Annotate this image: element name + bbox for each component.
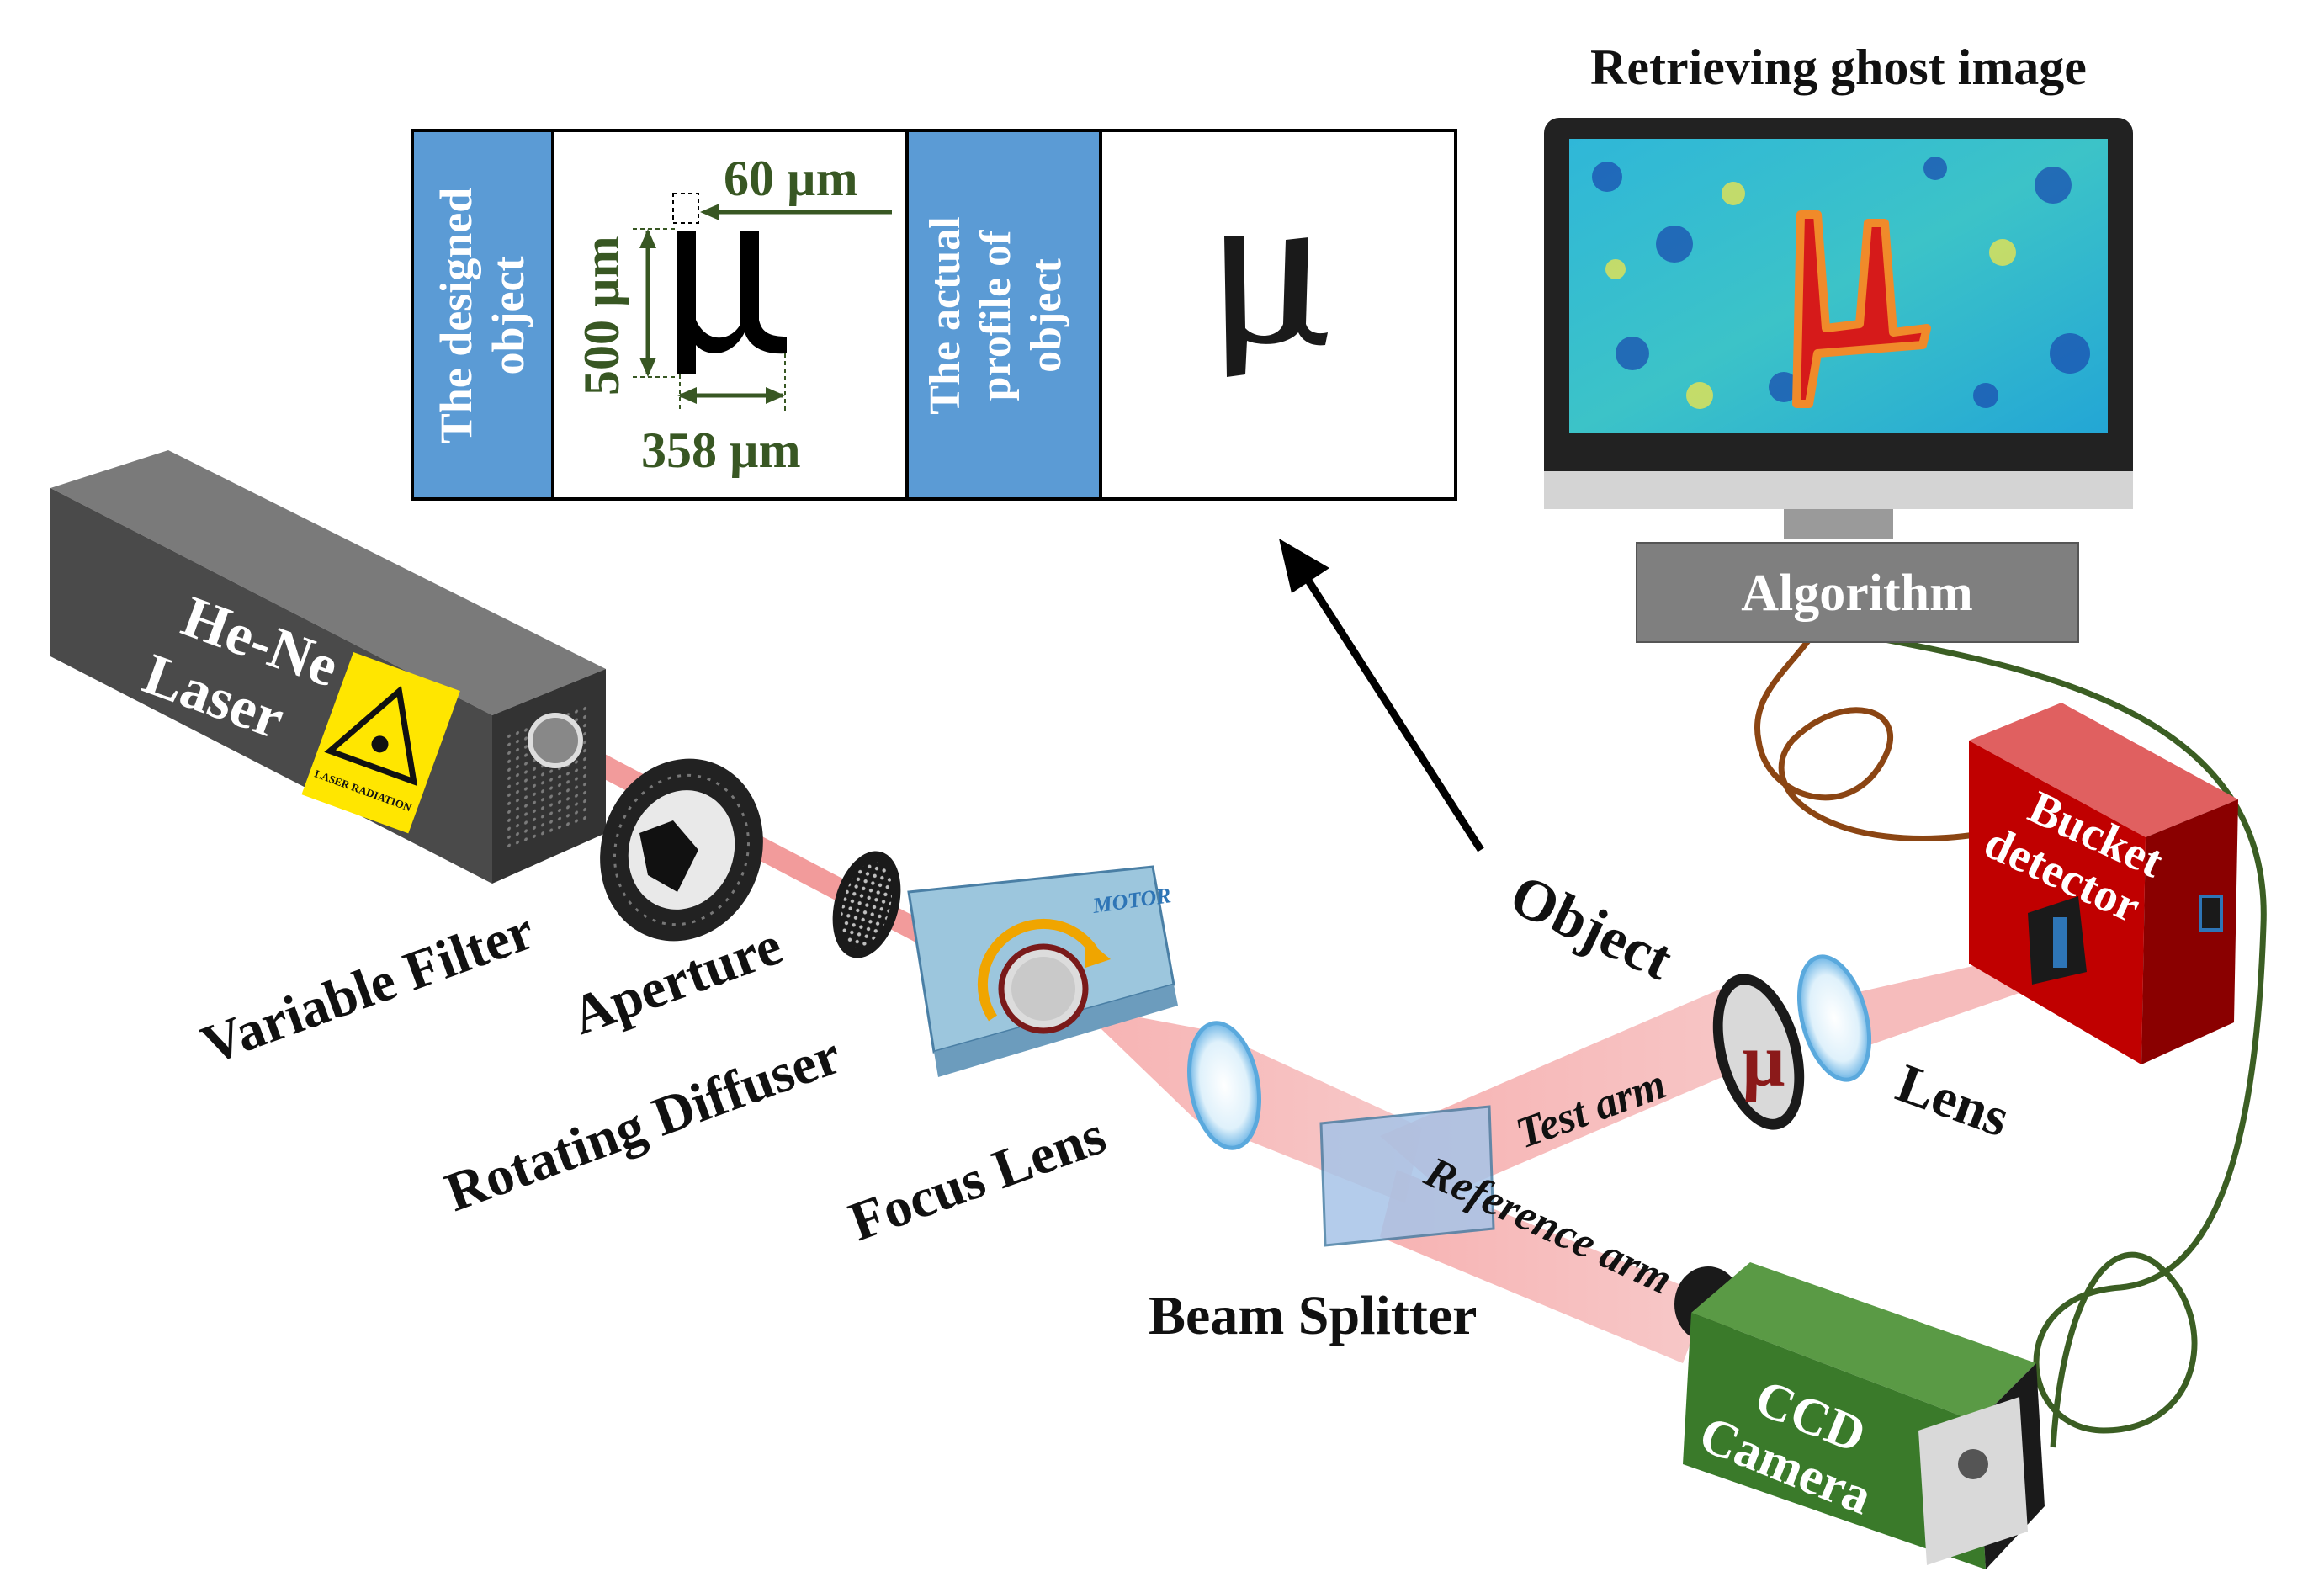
algorithm-box xyxy=(1636,542,2079,643)
laser-warning-sign: LASER RADIATION xyxy=(301,652,460,834)
dim-358um-label: 358 µm xyxy=(641,422,801,478)
variable-filter xyxy=(600,758,763,942)
focus-lens xyxy=(1187,1021,1261,1150)
beam-splitter-label: Beam Splitter xyxy=(1149,1285,1477,1346)
designed-object-label-bg xyxy=(414,132,553,497)
warning-triangle-icon xyxy=(324,685,418,787)
monitor-title: Retrieving ghost image xyxy=(1590,40,2087,95)
he-ne-laser: He-Ne Laser LASER RADIATION xyxy=(50,450,606,884)
object-label: Object xyxy=(1500,863,1682,993)
monitor-stand xyxy=(1784,509,1893,539)
dimension-60um: 60 µm xyxy=(672,151,892,224)
actual-object-label-bg xyxy=(907,132,1101,497)
retrieved-mu-image xyxy=(1792,210,1931,408)
green-cable xyxy=(1884,636,2267,1448)
dim-60um-label: 60 µm xyxy=(724,151,858,206)
actual-label-line3: object xyxy=(1022,257,1070,372)
rotating-diffuser: MOTOR xyxy=(907,865,1178,1077)
actual-mu-shape xyxy=(1224,236,1328,377)
brown-cable xyxy=(1754,637,1987,842)
designed-label-line2: object xyxy=(483,257,533,375)
cables xyxy=(1754,636,2267,1448)
detector-port-icon xyxy=(2199,895,2223,932)
pointer-arrow xyxy=(1279,539,1484,852)
variable-filter-label: Variable Filter xyxy=(194,900,542,1076)
dimension-500um: 500 µm xyxy=(574,228,677,396)
monitor-chin xyxy=(1544,471,2133,509)
bucket-detector: Bucket detector xyxy=(1969,703,2238,1064)
laser-output-port xyxy=(528,713,583,768)
actual-label-line1: The actual xyxy=(921,216,969,414)
dim-500um-label: 500 µm xyxy=(574,236,629,396)
lens-label: Lens xyxy=(1889,1052,2018,1149)
object-holder: µ xyxy=(1712,974,1805,1130)
monitor-screen xyxy=(1569,139,2108,433)
ccd-back-panel xyxy=(1918,1397,2028,1565)
beam-splitter xyxy=(1319,1105,1495,1247)
aperture xyxy=(832,851,901,958)
designed-label-line1: The designed xyxy=(431,188,481,444)
object-panel: The designed object The actual profile o… xyxy=(411,129,1457,501)
speckle-pattern xyxy=(1592,157,2090,409)
actual-label-line2: profile of xyxy=(972,230,1020,401)
rotation-arrow-icon xyxy=(977,918,1098,1022)
object-mu-glyph: µ xyxy=(1742,1019,1785,1102)
algorithm-label: Algorithm xyxy=(1741,565,1973,622)
ccd-camera: CCD Camera xyxy=(1674,1262,2045,1569)
monitor: Retrieving ghost image Algorithm xyxy=(1544,40,2133,643)
rotating-diffuser-label: Rotating Diffuser xyxy=(438,1024,848,1224)
collecting-lens xyxy=(1796,954,1872,1082)
dimension-358um: 358 µm xyxy=(641,353,801,478)
ccd-connector-icon xyxy=(1958,1449,1988,1479)
focus-lens-label: Focus Lens xyxy=(841,1104,1113,1253)
designed-mu-shape xyxy=(677,231,787,374)
